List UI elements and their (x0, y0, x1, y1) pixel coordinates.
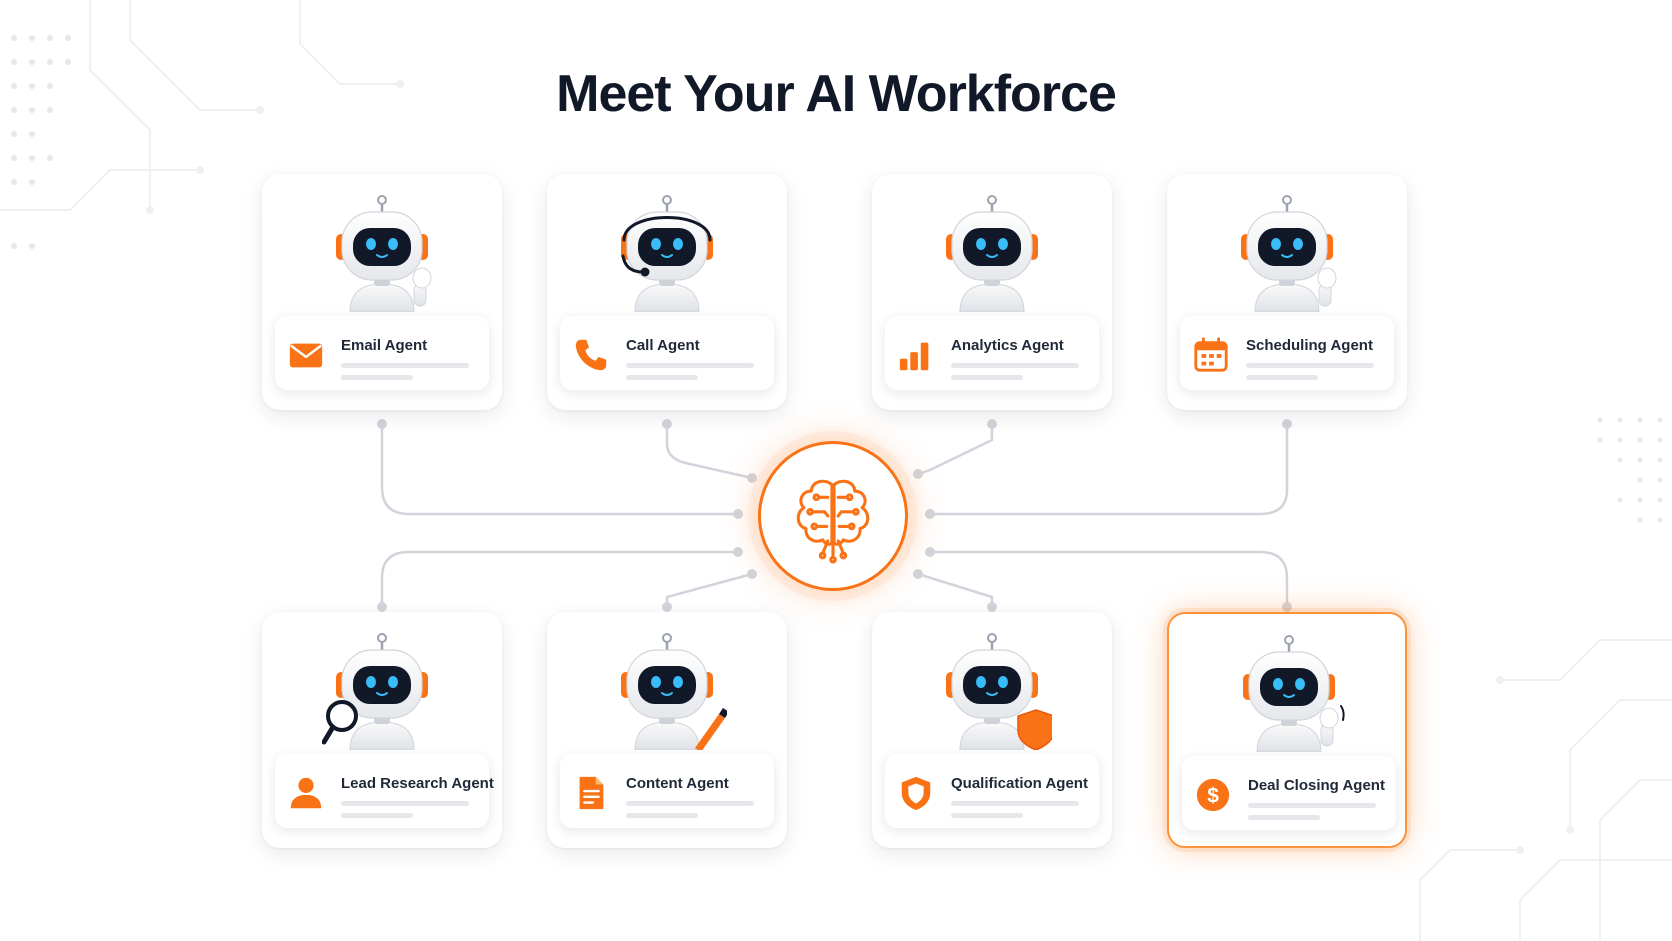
agent-card-email[interactable]: Email Agent (262, 174, 502, 410)
page-title: Meet Your AI Workforce (556, 65, 1117, 123)
waving-hand-icon (412, 267, 432, 307)
placeholder-line (951, 813, 1023, 818)
agent-card-deal-closing[interactable]: $ Deal Closing Agent (1167, 612, 1407, 848)
placeholder-line (626, 375, 698, 380)
agent-label: Analytics Agent (885, 316, 1099, 390)
robot-illustration (932, 192, 1052, 312)
placeholder-line (951, 375, 1023, 380)
agent-label: Scheduling Agent (1180, 316, 1394, 390)
central-hub (758, 441, 908, 591)
brain-circuit-icon (796, 479, 870, 564)
placeholder-line (1248, 803, 1376, 808)
bar-chart-icon (899, 342, 929, 371)
agent-name: Analytics Agent (951, 337, 1064, 354)
agent-name: Email Agent (341, 337, 428, 354)
agent-card-call[interactable]: Call Agent (547, 174, 787, 410)
placeholder-line (626, 801, 754, 806)
agent-card-analytics[interactable]: Analytics Agent (872, 174, 1112, 410)
headset-icon (621, 216, 712, 277)
agent-card-scheduling[interactable]: Scheduling Agent (1167, 174, 1407, 410)
agent-name: Qualification Agent (951, 775, 1088, 792)
robot-illustration (322, 630, 442, 750)
agent-name: Deal Closing Agent (1248, 777, 1385, 794)
agent-label: Call Agent (560, 316, 774, 390)
waving-hand-icon (1317, 267, 1337, 307)
placeholder-line (951, 363, 1079, 368)
agent-label: Email Agent (275, 316, 489, 390)
calendar-icon (1194, 337, 1228, 372)
agent-label: Qualification Agent (885, 754, 1099, 828)
placeholder-line (341, 813, 413, 818)
robot-illustration (607, 192, 727, 312)
agent-label: Lead Research Agent (275, 754, 494, 828)
placeholder-line (626, 813, 698, 818)
agent-card-qualification[interactable]: Qualification Agent (872, 612, 1112, 848)
pencil-icon (695, 708, 727, 750)
placeholder-line (1246, 375, 1318, 380)
placeholder-line (341, 363, 469, 368)
robot-illustration (1229, 632, 1345, 752)
shield-icon (901, 776, 931, 811)
robot-illustration (607, 630, 727, 750)
user-icon (290, 777, 322, 809)
placeholder-line (341, 801, 469, 806)
placeholder-line (1246, 363, 1374, 368)
dollar-coin-icon: $ (1196, 778, 1230, 812)
agent-name: Call Agent (626, 337, 700, 354)
agent-name: Content Agent (626, 775, 729, 792)
phone-icon (575, 339, 607, 371)
envelope-icon (289, 343, 323, 368)
magnifying-glass-icon (322, 700, 358, 745)
agent-name: Scheduling Agent (1246, 337, 1373, 354)
placeholder-line (341, 375, 413, 380)
agent-name: Lead Research Agent (341, 775, 494, 792)
placeholder-line (951, 801, 1079, 806)
agent-label: Content Agent (560, 754, 774, 828)
placeholder-line (1248, 815, 1320, 820)
shield-icon (1017, 709, 1052, 750)
robot-illustration (322, 192, 432, 312)
agent-card-lead-research[interactable]: Lead Research Agent (262, 612, 502, 848)
document-icon (579, 776, 604, 810)
agent-label: $ Deal Closing Agent (1182, 756, 1396, 830)
svg-text:$: $ (1207, 785, 1219, 808)
robot-illustration (932, 630, 1052, 750)
placeholder-line (626, 363, 754, 368)
agent-card-content[interactable]: Content Agent (547, 612, 787, 848)
waving-hand-icon (1319, 705, 1345, 747)
robot-illustration (1227, 192, 1337, 312)
